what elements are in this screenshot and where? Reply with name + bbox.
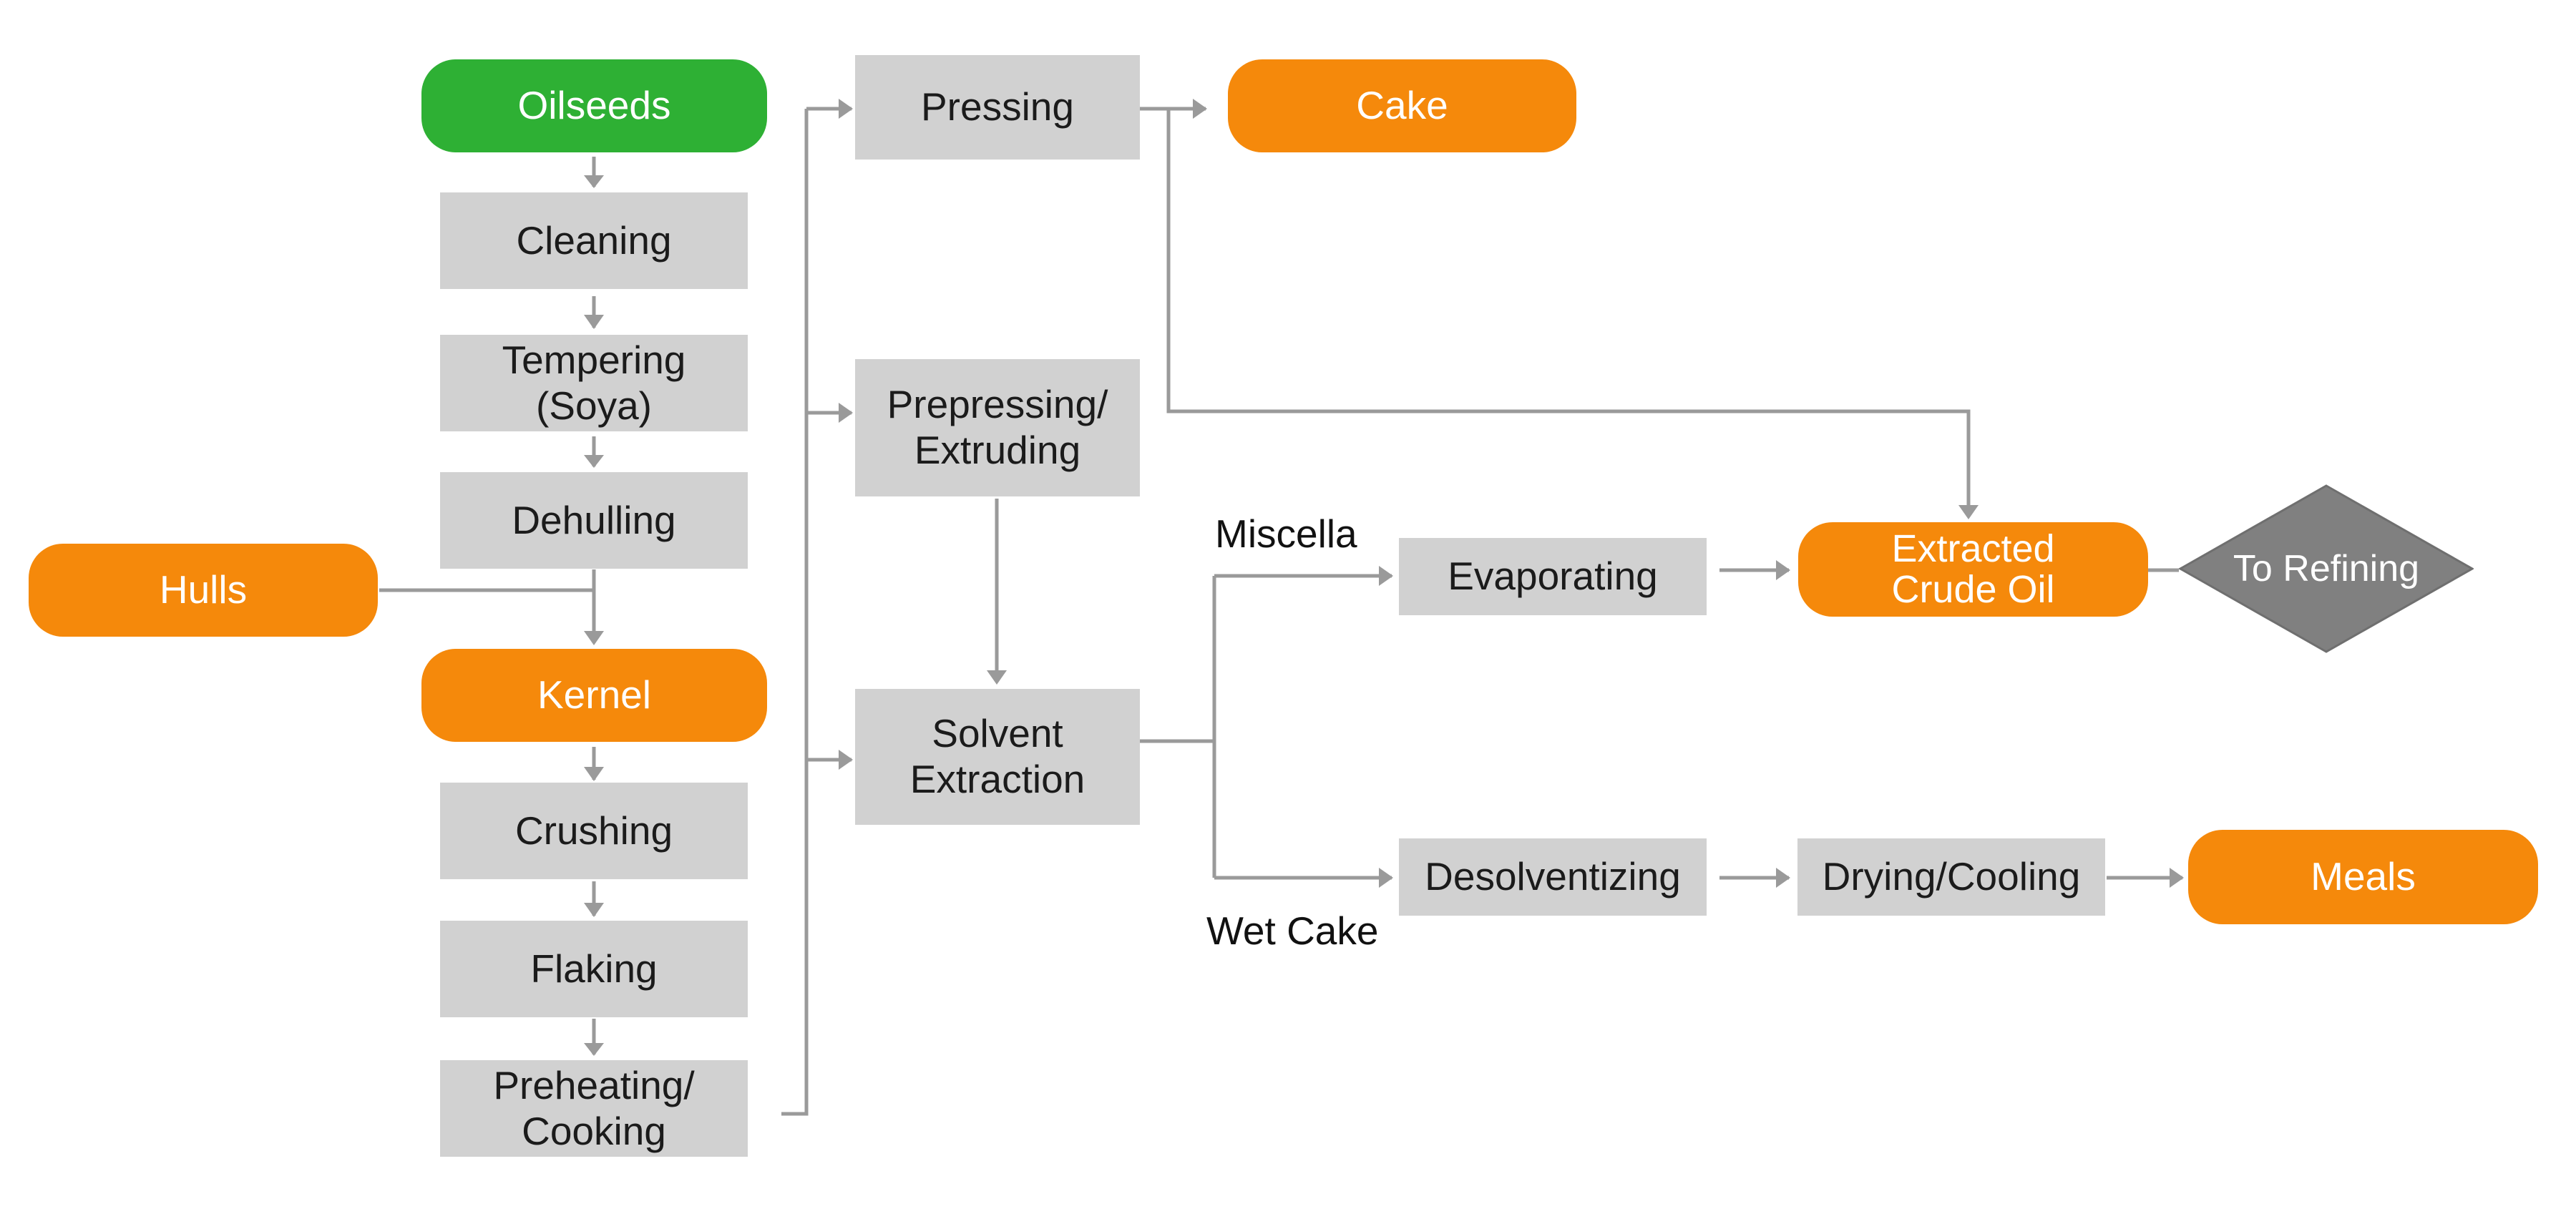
meals-node: Meals — [2188, 830, 2538, 924]
arrowhead-crudeoil-left — [1776, 560, 1790, 580]
arrowhead-kernel — [584, 631, 604, 645]
arrowhead-preheating — [584, 1043, 604, 1056]
miscella-label: Miscella — [1215, 511, 1357, 556]
tempering-node: Tempering (Soya) — [440, 335, 748, 431]
arrowhead-drying — [1776, 868, 1790, 888]
pressing-node: Pressing — [855, 55, 1140, 160]
cleaning-node: Cleaning — [440, 192, 748, 289]
arrowhead-dehulling — [584, 455, 604, 468]
cake-node: Cake — [1228, 59, 1576, 152]
arrowhead-flaking — [584, 903, 604, 917]
arrowhead-cake — [1193, 99, 1207, 119]
extracted-crude-oil-node: Extracted Crude Oil — [1798, 522, 2148, 617]
to-refining-node: To Refining — [2179, 484, 2474, 653]
arrowhead-tempering — [584, 315, 604, 329]
dehulling-node: Dehulling — [440, 472, 748, 569]
arrowhead-cleaning — [584, 175, 604, 188]
preheating-node: Preheating/ Cooking — [440, 1060, 748, 1157]
drying-cooling-node: Drying/Cooling — [1797, 838, 2105, 916]
arrowhead-crushing — [584, 767, 604, 781]
crushing-node: Crushing — [440, 783, 748, 879]
line-pressing-crudeoil — [1166, 109, 1971, 516]
line-preheating-bus — [781, 109, 809, 1116]
desolventizing-node: Desolventizing — [1399, 838, 1707, 916]
hulls-node: Hulls — [29, 544, 378, 637]
solvent-extraction-node: Solvent Extraction — [855, 689, 1140, 825]
arrowhead-crudeoil-top — [1958, 505, 1979, 519]
prepressing-node: Prepressing/ Extruding — [855, 359, 1140, 496]
arrowhead-meals — [2170, 868, 2184, 888]
kernel-node: Kernel — [421, 649, 767, 742]
decision-diamond-shape — [2179, 484, 2474, 653]
to-refining-label: To Refining — [2233, 547, 2420, 589]
arrowhead-prepressing — [839, 403, 853, 423]
arrowhead-desolventizing — [1379, 868, 1393, 888]
arrowhead-pressing — [839, 99, 853, 119]
wet-cake-label: Wet Cake — [1206, 909, 1379, 953]
oilseeds-node: Oilseeds — [421, 59, 767, 152]
arrowhead-solvent-top — [987, 670, 1007, 685]
flaking-node: Flaking — [440, 921, 748, 1017]
evaporating-node: Evaporating — [1399, 538, 1707, 615]
arrowhead-solvent — [839, 750, 853, 770]
arrowhead-evaporating — [1379, 566, 1393, 586]
